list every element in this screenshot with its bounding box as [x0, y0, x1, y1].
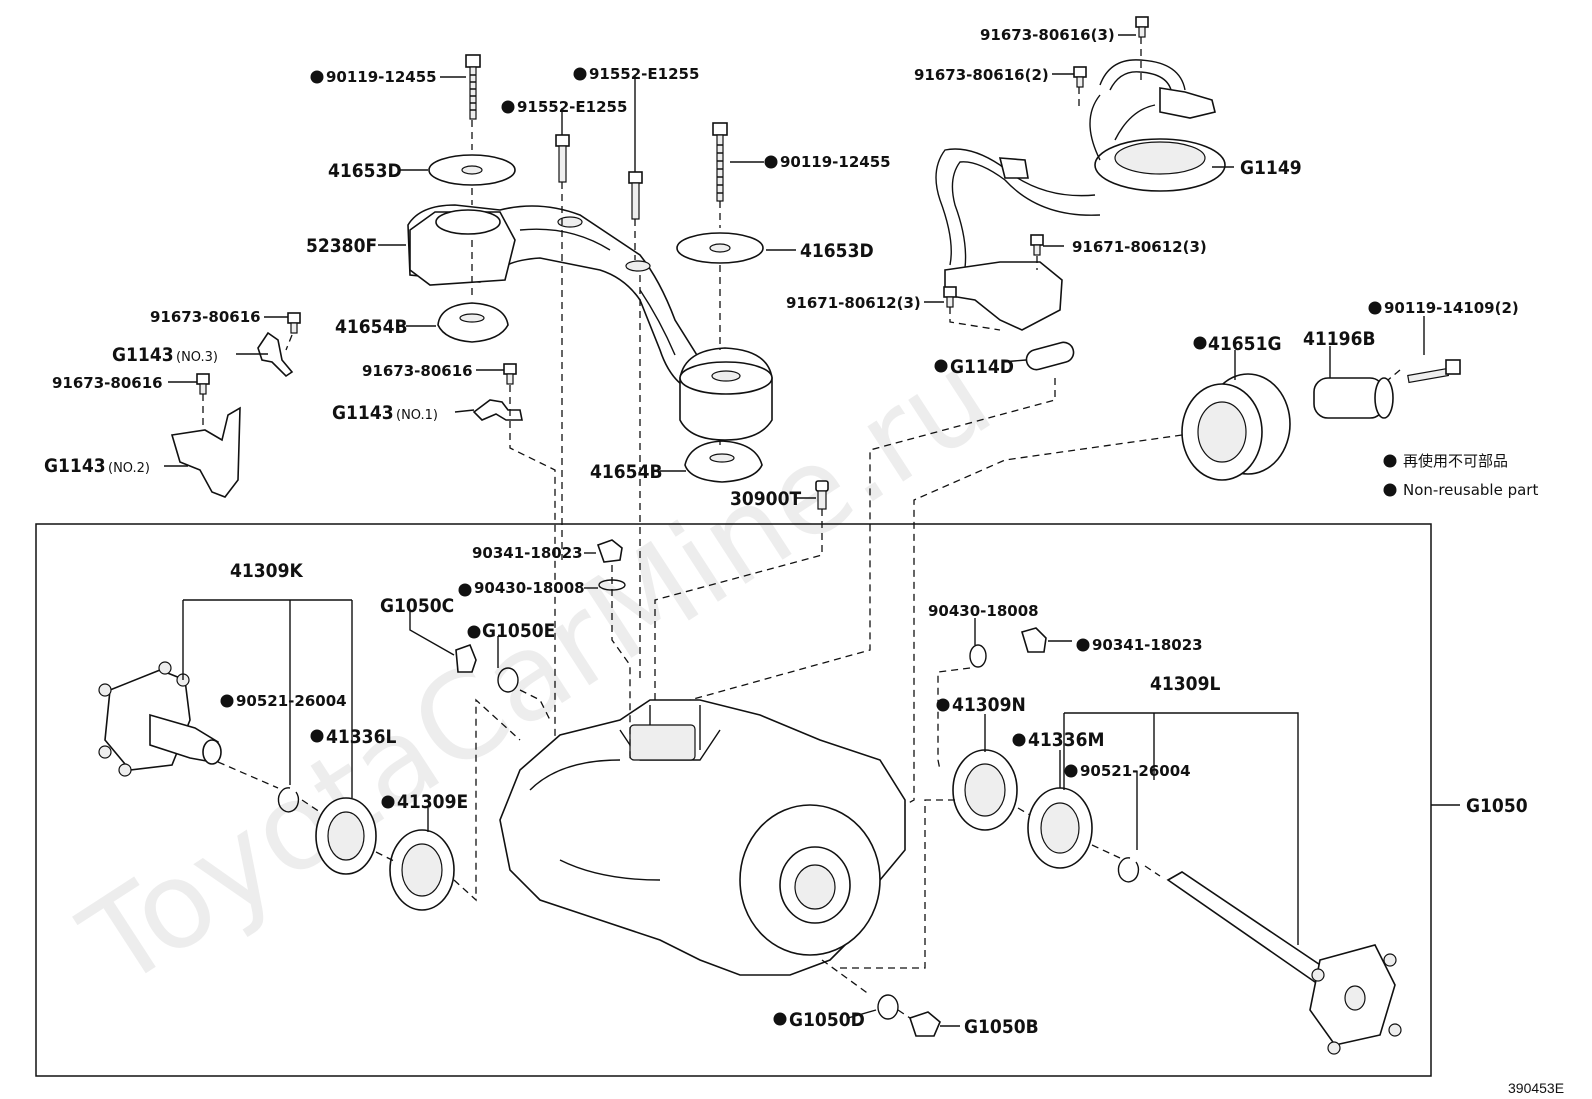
dashed-guide-lines — [202, 37, 1401, 1019]
label-g1143-no3-sub: (NO.3) — [176, 350, 218, 365]
breather-plug-30900t-drawing — [815, 480, 829, 510]
label-41653d-right[interactable]: 41653D — [800, 240, 874, 262]
label-41336m[interactable]: 41336M — [1028, 729, 1104, 751]
label-41309k[interactable]: 41309K — [230, 560, 303, 582]
legend-non-reusable-jp: 再使用不可部品 — [1403, 452, 1508, 470]
label-g1050e[interactable]: G1050E — [482, 620, 555, 642]
legend: 再使用不可部品 Non-reusable part — [1403, 452, 1538, 499]
gasket-g114d-drawing — [1025, 341, 1075, 371]
label-g1143-no2-sub: (NO.2) — [108, 461, 150, 476]
bracket-g1143-drawings — [170, 312, 523, 498]
label-90341-18023-right[interactable]: 90341-18023 — [1092, 636, 1203, 654]
legend-non-reusable-en: Non-reusable part — [1403, 481, 1538, 499]
label-41309e[interactable]: 41309E — [397, 791, 468, 813]
label-g1050d[interactable]: G1050D — [789, 1009, 865, 1031]
mount-bracket-52380f-drawing — [407, 54, 773, 483]
label-90430-18008-right[interactable]: 90430-18008 — [928, 602, 1039, 620]
label-41654b-left[interactable]: 41654B — [335, 316, 408, 338]
label-90119-12455-right[interactable]: 90119-12455 — [780, 153, 891, 171]
assembly-box-g1050 — [35, 523, 1432, 1077]
label-g1050c[interactable]: G1050C — [380, 595, 454, 617]
label-30900t[interactable]: 30900T — [730, 488, 801, 510]
part-labels: 90119-12455 91552-E1255 91552-E1255 9011… — [44, 26, 1528, 1038]
label-90521-26004-right[interactable]: 90521-26004 — [1080, 762, 1191, 780]
label-41654b-right[interactable]: 41654B — [590, 461, 663, 483]
label-g114d[interactable]: G114D — [950, 356, 1014, 378]
label-90119-14109-2[interactable]: 90119-14109(2) — [1384, 299, 1519, 317]
diagram-code: 390453E — [1508, 1080, 1564, 1096]
label-g1143-no1[interactable]: G1143 — [332, 402, 394, 424]
label-91673-80616-b[interactable]: 91673-80616 — [52, 374, 163, 392]
label-g1143-no3[interactable]: G1143 — [112, 344, 174, 366]
label-g1050b[interactable]: G1050B — [964, 1016, 1039, 1038]
leader-lines — [164, 34, 1460, 1027]
label-g1143-no1-sub: (NO.1) — [396, 408, 438, 423]
label-41309l[interactable]: 41309L — [1150, 673, 1220, 695]
label-91673-80616-3[interactable]: 91673-80616(3) — [980, 26, 1115, 44]
bushing-41651g-drawing — [1181, 359, 1461, 481]
label-90430-18008-top[interactable]: 90430-18008 — [474, 579, 585, 597]
label-91673-80616-c[interactable]: 91673-80616 — [362, 362, 473, 380]
non-reusable-markers — [220, 67, 1397, 1026]
label-91552-e1255-upper[interactable]: 91552-E1255 — [589, 65, 699, 83]
label-41309n[interactable]: 41309N — [952, 694, 1026, 716]
label-90341-18023-top[interactable]: 90341-18023 — [472, 544, 583, 562]
label-91552-e1255-lower[interactable]: 91552-E1255 — [517, 98, 627, 116]
label-91671-80612-3-left[interactable]: 91671-80612(3) — [786, 294, 921, 312]
label-91671-80612-3-right[interactable]: 91671-80612(3) — [1072, 238, 1207, 256]
label-90119-12455-left[interactable]: 90119-12455 — [326, 68, 437, 86]
label-41651g[interactable]: 41651G — [1208, 333, 1282, 355]
label-91673-80616-a[interactable]: 91673-80616 — [150, 308, 261, 326]
label-91673-80616-2[interactable]: 91673-80616(2) — [914, 66, 1049, 84]
label-41653d-left[interactable]: 41653D — [328, 160, 402, 182]
label-g1050[interactable]: G1050 — [1466, 795, 1528, 817]
wire-harness-g1149-drawing — [935, 16, 1226, 331]
label-41336l[interactable]: 41336L — [326, 726, 396, 748]
label-41196b[interactable]: 41196B — [1303, 328, 1376, 350]
label-g1143-no2[interactable]: G1143 — [44, 455, 106, 477]
label-90521-26004-left[interactable]: 90521-26004 — [236, 692, 347, 710]
label-g1149[interactable]: G1149 — [1240, 157, 1302, 179]
differential-assembly-drawing — [98, 539, 1402, 1055]
label-52380f[interactable]: 52380F — [306, 235, 377, 257]
